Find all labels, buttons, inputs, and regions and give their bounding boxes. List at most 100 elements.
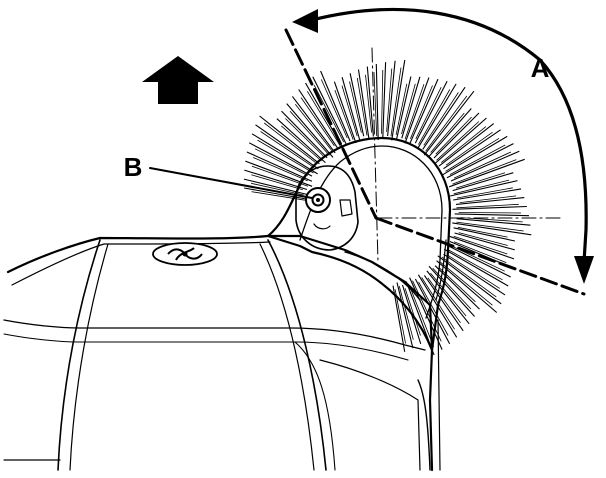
bristle: [443, 248, 509, 287]
leader-line-b: [149, 167, 313, 199]
reference-lines: [284, 28, 586, 296]
bristle: [409, 277, 443, 350]
bristle: [396, 76, 412, 140]
bristle: [456, 187, 513, 199]
bristle: [423, 92, 459, 146]
bristle: [428, 265, 476, 317]
bristle: [448, 249, 503, 281]
bristle: [365, 74, 372, 133]
bristle: [428, 108, 472, 157]
bristle: [294, 104, 333, 151]
bristle: [341, 85, 358, 137]
bristle: [454, 213, 530, 217]
bristle: [298, 89, 339, 149]
bristle: [410, 85, 433, 139]
bristle: [427, 277, 461, 324]
bristle: [386, 68, 393, 132]
bristle: [426, 270, 470, 325]
bristle: [432, 267, 472, 310]
bristle: [255, 124, 319, 170]
label-b: B: [124, 152, 143, 182]
bristle: [458, 212, 522, 214]
bristle: [418, 89, 451, 145]
bristle: [455, 197, 525, 205]
bristle: [441, 256, 497, 298]
bristle: [259, 115, 320, 165]
bristle: [436, 121, 480, 161]
bristle: [333, 81, 357, 144]
bristle: [404, 84, 425, 140]
side-brush-bristles: [243, 59, 532, 356]
bristle: [417, 83, 457, 149]
bristle: [460, 217, 523, 223]
bristle: [445, 131, 493, 166]
bristle: [437, 255, 502, 305]
bristle: [349, 81, 362, 133]
bristle: [456, 221, 524, 232]
bristle: [404, 288, 421, 336]
bristle: [457, 226, 508, 238]
bristle: [401, 76, 421, 139]
bristle: [418, 281, 449, 336]
angle-arc-a: [292, 7, 594, 284]
bristle: [430, 112, 465, 153]
bristle: [454, 232, 515, 251]
bristle: [396, 282, 414, 349]
bristle: [244, 169, 308, 191]
bristle: [254, 148, 308, 176]
brush-housing: [266, 136, 452, 352]
bristle: [300, 97, 335, 147]
bristle: [444, 243, 511, 278]
bristle: [441, 126, 487, 163]
bristle: [251, 165, 309, 187]
bristle: [334, 89, 354, 140]
bristle: [430, 272, 467, 317]
bristle: [285, 118, 324, 157]
bristle: [446, 143, 514, 179]
bristle: [425, 95, 468, 152]
bristle: [453, 188, 522, 201]
bristle: [422, 86, 466, 150]
bristle: [438, 123, 495, 167]
label-a: A: [531, 53, 550, 83]
bristle: [453, 241, 507, 263]
bristle: [442, 135, 508, 176]
bristle: [443, 129, 501, 170]
bristle: [390, 67, 402, 137]
machine-body: [3, 234, 441, 472]
bristle: [373, 72, 378, 137]
bristle: [251, 174, 303, 191]
bristle: [458, 232, 508, 246]
bristle: [257, 139, 314, 174]
bristle: [291, 96, 336, 154]
bristle: [435, 116, 472, 155]
bristle: [449, 235, 515, 260]
bristle: [382, 62, 387, 138]
bristle: [392, 285, 406, 352]
bristle: [453, 151, 512, 179]
bristle: [286, 103, 334, 158]
bristle: [357, 69, 370, 140]
bristle: [281, 125, 322, 162]
bristle: [251, 133, 318, 175]
bristle: [452, 222, 532, 236]
bristle: [381, 69, 384, 134]
bristle: [452, 205, 527, 210]
bristle: [414, 80, 448, 144]
bristle: [281, 110, 328, 159]
bristle: [433, 112, 480, 159]
bristle: [459, 195, 517, 203]
bristle: [263, 122, 316, 163]
bristle: [450, 180, 518, 197]
bristle: [440, 261, 493, 306]
bristle: [455, 172, 506, 189]
bristle: [276, 118, 326, 164]
bristle: [434, 117, 487, 165]
bristle: [445, 137, 500, 172]
bristle: [391, 59, 406, 141]
bristle: [375, 63, 379, 141]
bristle: [423, 90, 475, 156]
bristle: [414, 278, 451, 344]
bristle: [452, 172, 514, 192]
